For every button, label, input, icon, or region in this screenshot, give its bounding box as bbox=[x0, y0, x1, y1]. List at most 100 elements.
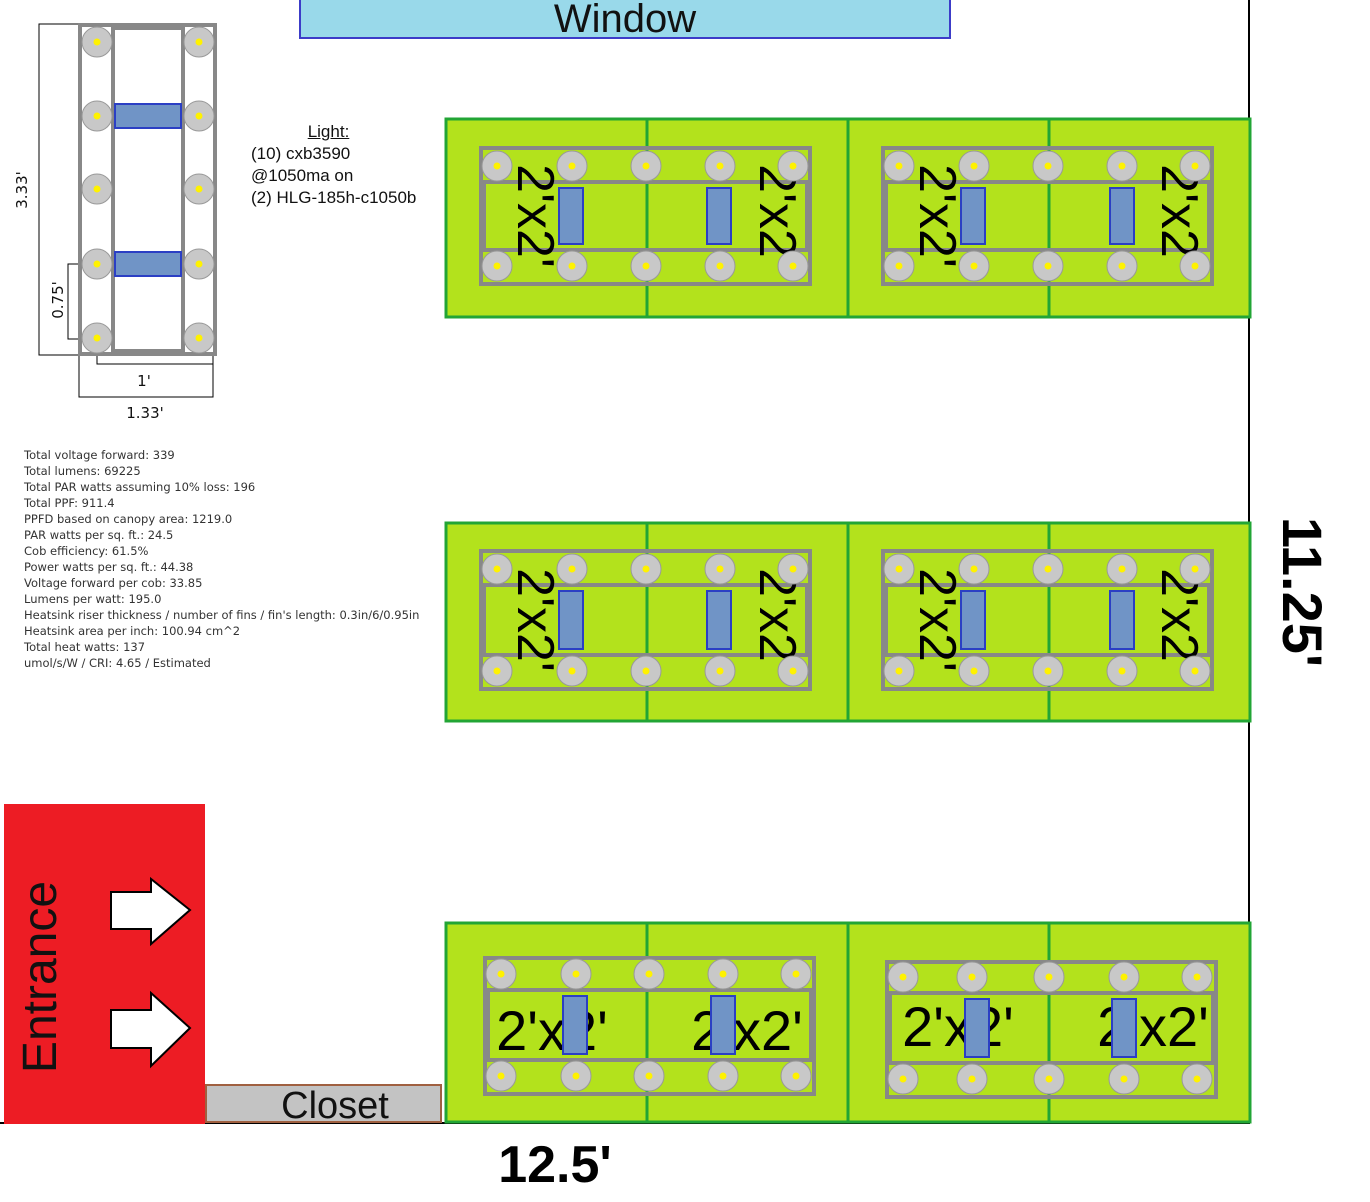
led-center bbox=[1120, 1075, 1128, 1083]
entrance-label: Entrance bbox=[14, 881, 67, 1073]
led-center bbox=[970, 262, 978, 270]
heatsink bbox=[1111, 998, 1137, 1058]
led-center bbox=[93, 334, 101, 342]
led-center bbox=[568, 162, 576, 170]
heatsink bbox=[558, 187, 584, 245]
stat-line: Heatsink riser thickness / number of fin… bbox=[24, 608, 420, 622]
stat-line: Voltage forward per cob: 33.85 bbox=[24, 576, 203, 590]
light-fixture: 2'x2' 2'x2' bbox=[479, 549, 812, 691]
led-center bbox=[568, 667, 576, 675]
inner-width-dim: 1' bbox=[137, 372, 151, 390]
led-center bbox=[642, 565, 650, 573]
led-center bbox=[899, 973, 907, 981]
light-spec-line: @1050ma on bbox=[251, 166, 354, 185]
led-center bbox=[716, 262, 724, 270]
led-center bbox=[1044, 162, 1052, 170]
light-stats: Total voltage forward: 339 Total lumens:… bbox=[24, 447, 419, 671]
fixture-frame bbox=[78, 23, 217, 356]
led-center bbox=[716, 667, 724, 675]
led-center bbox=[716, 565, 724, 573]
light-fixture: 2'x2'2'x2' bbox=[885, 960, 1218, 1099]
heatsink bbox=[114, 103, 182, 129]
led-center bbox=[493, 262, 501, 270]
fixture-frame bbox=[479, 549, 812, 691]
led-center bbox=[568, 262, 576, 270]
room-width-dim: 12.5' bbox=[498, 1136, 612, 1194]
led-center bbox=[719, 970, 727, 978]
tray-size-label: 2'x2' bbox=[496, 999, 608, 1062]
fixture-rail bbox=[111, 26, 185, 353]
stat-line: Total PAR watts assuming 10% loss: 196 bbox=[24, 480, 256, 494]
light-detail-dimensions bbox=[38, 23, 214, 398]
light-fixture: 2'x2'2'x2' bbox=[881, 549, 1214, 691]
led-center bbox=[1045, 973, 1053, 981]
heatsink bbox=[960, 590, 986, 650]
heatsink bbox=[1109, 187, 1135, 245]
led-center bbox=[789, 262, 797, 270]
heatsink bbox=[964, 998, 990, 1058]
fixture-frame bbox=[479, 146, 812, 286]
led-center bbox=[1044, 565, 1052, 573]
fixture-rail bbox=[482, 583, 809, 657]
window-label: Window bbox=[554, 0, 696, 41]
stat-line: Cob efficiency: 61.5% bbox=[24, 544, 149, 558]
height-dim: 3.33' bbox=[13, 171, 31, 209]
light-spec-line: (2) HLG-185h-c1050b bbox=[251, 188, 417, 207]
heatsink bbox=[114, 251, 182, 277]
led-center bbox=[642, 162, 650, 170]
led-center bbox=[195, 38, 203, 46]
heatsink bbox=[710, 995, 736, 1055]
led-center bbox=[792, 970, 800, 978]
closet-label: Closet bbox=[281, 1085, 389, 1127]
led-center bbox=[789, 565, 797, 573]
led-center bbox=[789, 667, 797, 675]
entrance-arrow-icon bbox=[110, 876, 192, 947]
tray-size-label: 2'x2' bbox=[748, 568, 806, 672]
led-center bbox=[719, 1072, 727, 1080]
led-center bbox=[1120, 973, 1128, 981]
led-center bbox=[497, 1072, 505, 1080]
led-center bbox=[195, 185, 203, 193]
stat-line: Heatsink area per inch: 100.94 cm^2 bbox=[24, 624, 241, 638]
tray-size-label: 2'x2' bbox=[908, 164, 966, 268]
fixture-rail bbox=[486, 988, 813, 1062]
entrance-arrow-icon bbox=[110, 990, 192, 1069]
led-center bbox=[968, 973, 976, 981]
heatsink bbox=[558, 590, 584, 650]
light-detail-diagram bbox=[78, 23, 217, 356]
led-center bbox=[1191, 667, 1199, 675]
spacing-dim: 0.75' bbox=[49, 281, 67, 319]
fixture-rail bbox=[884, 583, 1211, 657]
led-center bbox=[645, 1072, 653, 1080]
light-spec-line: (10) cxb3590 bbox=[251, 144, 351, 163]
heatsink bbox=[706, 590, 732, 650]
led-center bbox=[970, 162, 978, 170]
fixture-frame bbox=[881, 146, 1214, 286]
heatsink bbox=[960, 187, 986, 245]
led-center bbox=[493, 667, 501, 675]
led-center bbox=[1118, 565, 1126, 573]
led-center bbox=[895, 565, 903, 573]
heatsink bbox=[1109, 590, 1135, 650]
led-center bbox=[195, 260, 203, 268]
tray-size-label: 2'x2' bbox=[908, 568, 966, 672]
tray-size-label: 2'x2' bbox=[506, 568, 564, 672]
stat-line: Total lumens: 69225 bbox=[24, 464, 141, 478]
stat-line: Total heat watts: 137 bbox=[24, 640, 146, 654]
led-center bbox=[1118, 162, 1126, 170]
led-center bbox=[1045, 1075, 1053, 1083]
stat-line: umol/s/W / CRI: 4.65 / Estimated bbox=[24, 656, 211, 670]
tray-size-label: 2'x2' bbox=[1150, 164, 1208, 268]
room-depth-dim: 11.25' bbox=[1271, 517, 1334, 667]
led-center bbox=[1191, 162, 1199, 170]
led-center bbox=[572, 970, 580, 978]
led-center bbox=[1191, 262, 1199, 270]
fixture-rail bbox=[482, 180, 809, 252]
led-center bbox=[93, 260, 101, 268]
tray-size-label: 2'x2' bbox=[902, 995, 1014, 1058]
led-center bbox=[792, 1072, 800, 1080]
led-center bbox=[1044, 667, 1052, 675]
led-center bbox=[493, 565, 501, 573]
heatsink bbox=[562, 995, 588, 1055]
fixture-rail bbox=[884, 180, 1211, 252]
